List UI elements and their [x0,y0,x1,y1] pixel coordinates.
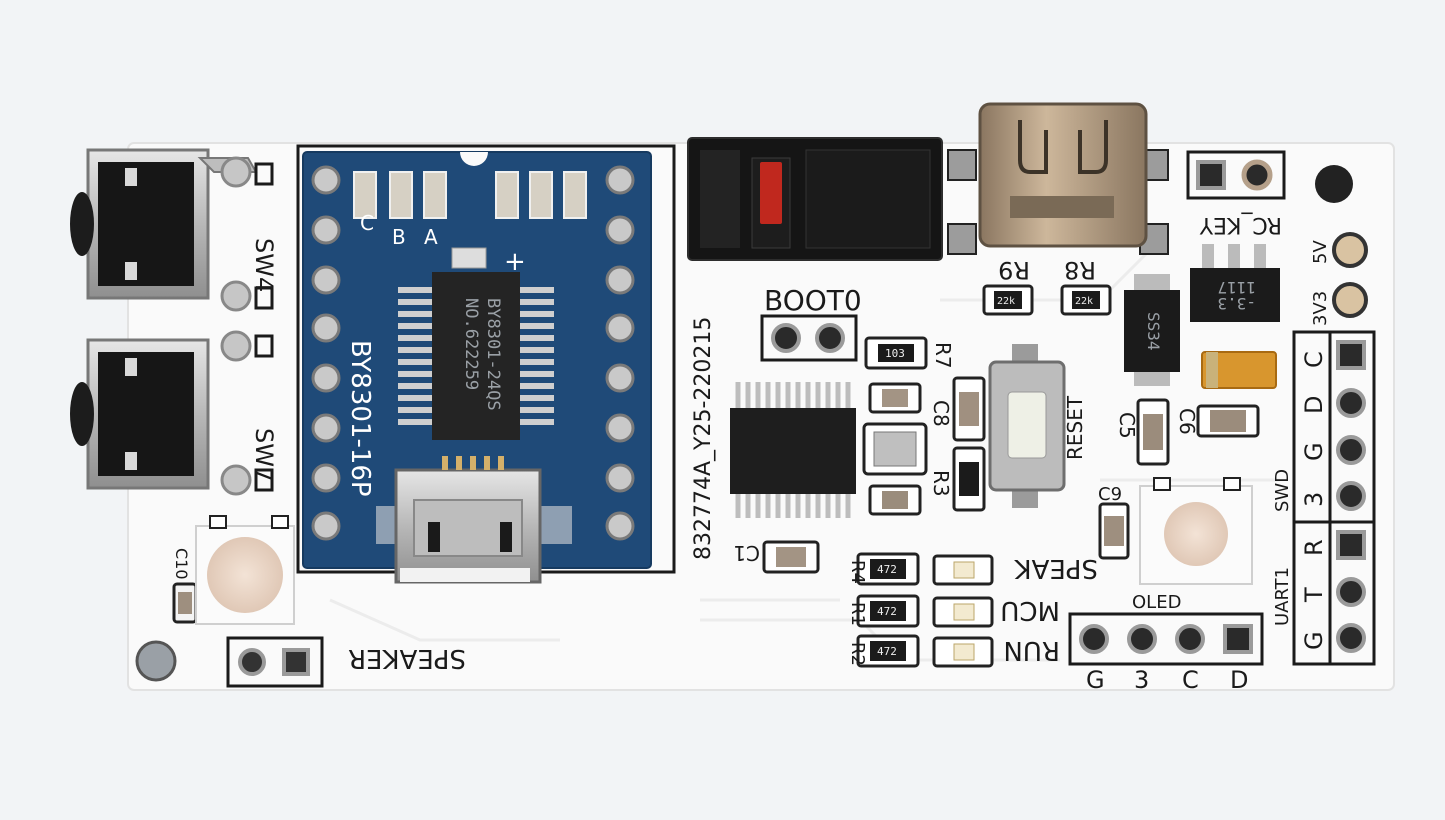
resistor-near-r3 [952,446,986,512]
uart-pin-g: G [1300,631,1328,650]
label-run: RUN [1003,635,1060,665]
rc-key-header [1186,150,1286,200]
pad-3v3 [1332,282,1368,318]
led-run [932,636,994,668]
power-slide-switch[interactable] [687,137,943,261]
r4-code: 472 [877,563,897,576]
capacitor-c9 [1098,502,1130,560]
uart-pin-r: R [1300,539,1328,556]
uart-pin-t: T [1300,587,1328,603]
swd-pin-c: C [1300,351,1328,368]
resistor-r7: 103 [864,336,928,370]
label-r3: R3 [929,470,953,497]
label-swd: SWD [1272,469,1293,512]
label-mcu: MCU [1000,595,1060,625]
label-r4: R4 [847,560,868,584]
module-plus: + [504,247,526,277]
label-reset: RESET [1063,395,1087,460]
capacitor-near-c8 [952,376,986,442]
label-sw7: SW7 [250,428,278,482]
swd-pin-g: G [1300,442,1328,461]
diode-ss34: SS34 [1124,274,1180,386]
oled-pin-d: D [1230,666,1248,694]
label-c9: C9 [1098,484,1122,505]
rgb-led-left [195,515,295,625]
switch-sw4 [70,148,274,312]
pcb-id: 832774A_Y25-220215 [691,317,716,560]
label-speak: SPEAK [1014,553,1098,583]
mcu-chip [730,382,856,518]
ldo-regulator: 1117 -3.3 [1190,244,1280,322]
led-speak [932,554,994,586]
r1-code: 472 [877,605,897,618]
audio-module: BY8301-24QS NO.622259 [302,151,652,584]
label-5v: 5V [1310,240,1331,264]
mounting-hole-top-right [1315,165,1353,203]
oled-header [1068,612,1264,666]
label-r9: R9 [998,256,1030,284]
label-rc-key: RC_KEY [1199,212,1282,237]
mounting-hole-bottom-left [135,640,177,682]
module-pad-c: C [360,211,374,235]
resistor-r8: 22k [1060,284,1112,316]
label-sw4: SW4 [250,238,278,292]
r2-code: 472 [877,645,897,658]
rgb-led-right [1139,477,1253,585]
label-c5: C5 [1115,412,1139,439]
label-c8: C8 [929,400,953,427]
label-boot0: BOOT0 [764,284,862,317]
oled-pin-c: C [1182,666,1199,694]
oled-pin-3: 3 [1134,666,1149,694]
chip-line2: NO.622259 [461,298,481,390]
label-r8: R8 [1064,256,1096,284]
oled-pin-g: G [1086,666,1105,694]
label-3v3: 3V3 [1310,291,1331,326]
swd-pin-3: 3 [1300,492,1328,507]
capacitor-c1 [762,540,820,574]
ldo-line1: 1117 [1217,278,1256,297]
label-speaker: SPEAKER [348,643,466,673]
chip-by8301 [432,272,520,440]
tantalum-capacitor [1201,351,1277,389]
pad-5v [1332,232,1368,268]
label-c10: C10 [172,548,191,580]
resistor-r9: 22k [982,284,1034,316]
capacitor-c8 [868,382,922,414]
resistor-r2: 472 [856,634,920,668]
swd-pin-d: D [1300,396,1328,414]
label-r2: R2 [847,642,868,666]
r9-code: 22k [997,296,1015,307]
label-c6: C6 [1175,408,1199,435]
led-mcu [932,596,994,628]
r7-code: 103 [885,347,905,360]
label-r1: R1 [847,602,868,626]
crystal [862,422,928,476]
switch-sw7 [70,330,274,496]
diode-text: SS34 [1144,312,1163,351]
capacitor-c10 [172,582,198,624]
usb-c-port[interactable] [947,102,1169,255]
label-oled: OLED [1132,592,1181,613]
ldo-line2: -3.3 [1217,294,1256,313]
label-r7: R7 [931,342,955,369]
reset-button[interactable] [988,344,1066,508]
chip-line1: BY8301-24QS [483,298,503,411]
speaker-header [226,636,324,688]
resistor-r4: 472 [856,552,920,586]
resistor-r3 [868,484,922,516]
module-name: BY8301-16P [345,340,375,497]
swd-uart-header [1292,330,1376,666]
capacitor-c6 [1196,404,1260,438]
module-pad-b: B [392,225,406,249]
resistor-r1: 472 [856,594,920,628]
module-pad-a: A [424,225,438,249]
label-c1: C1 [733,541,760,565]
label-uart1: UART1 [1272,567,1293,626]
boot0-header [760,314,858,362]
capacitor-c5 [1136,398,1170,466]
r8-code: 22k [1075,296,1093,307]
